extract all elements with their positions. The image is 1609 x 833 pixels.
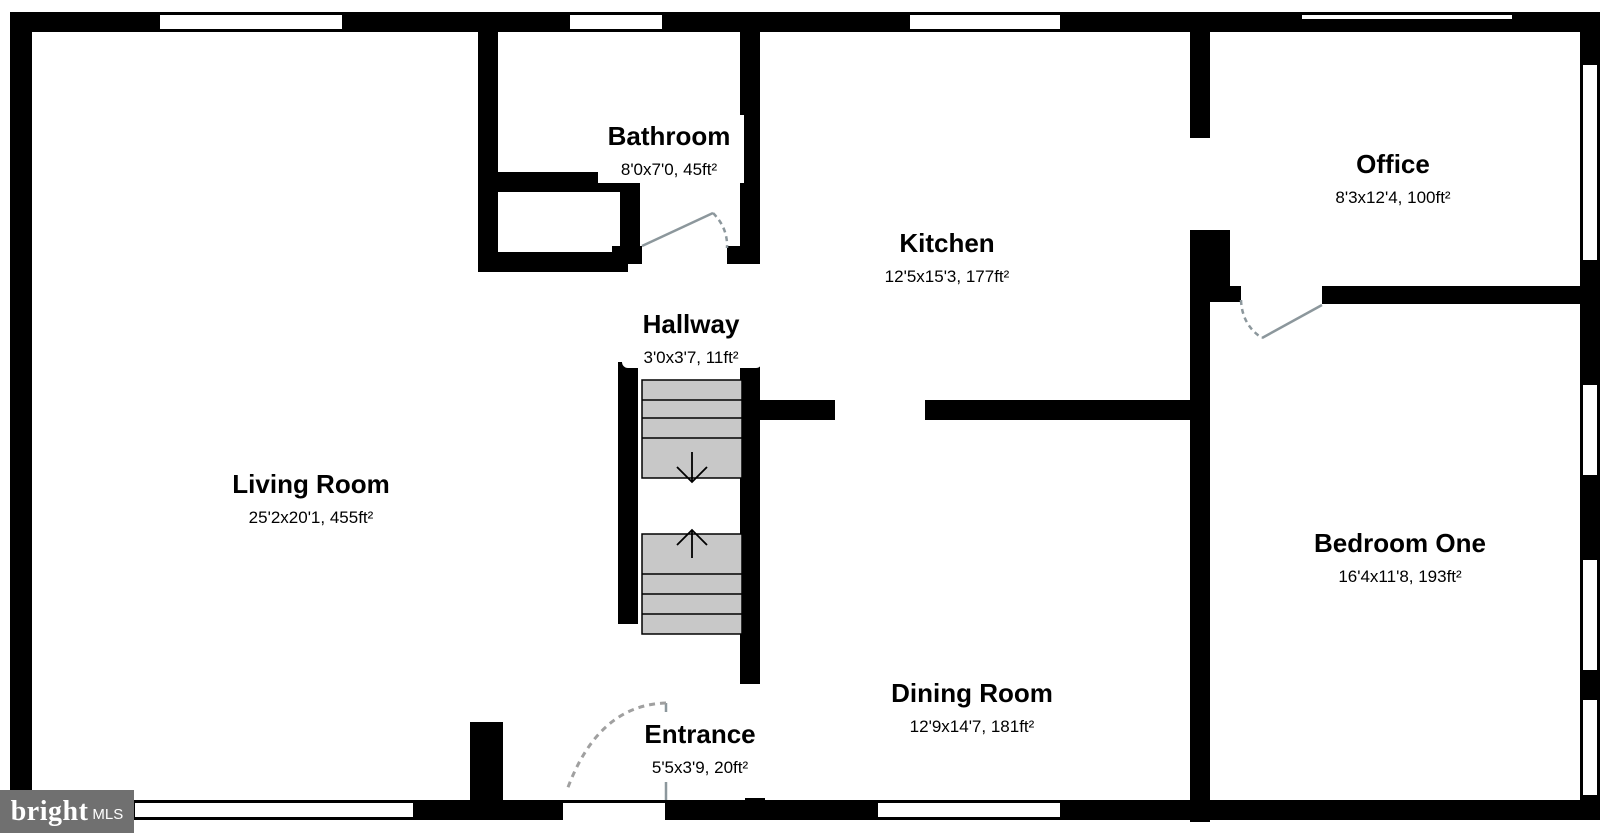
- stair-down-arrow: [676, 452, 708, 484]
- room-living-room: Living Room 25'2x20'1, 455ft²: [232, 469, 389, 527]
- room-dimensions: 12'9x14'7, 181ft²: [910, 717, 1035, 736]
- room-bathroom: Bathroom 8'0x7'0, 45ft²: [598, 115, 744, 183]
- room-name: Kitchen: [899, 228, 994, 258]
- room-dimensions: 16'4x11'8, 193ft²: [1338, 567, 1462, 586]
- room-name: Bedroom One: [1314, 528, 1486, 558]
- room-dimensions: 25'2x20'1, 455ft²: [249, 508, 374, 527]
- room-name: Office: [1356, 149, 1430, 179]
- windows: [135, 15, 1597, 820]
- room-dimensions: 3'0x3'7, 11ft²: [643, 348, 738, 367]
- stair-up-arrow: [676, 528, 708, 558]
- room-name: Living Room: [232, 469, 389, 499]
- watermark-sub: MLS: [92, 806, 124, 823]
- label-background: [630, 712, 762, 782]
- room-office: Office 8'3x12'4, 100ft²: [1335, 149, 1451, 207]
- interior-walls: [470, 22, 1592, 822]
- watermark-brand: bright: [10, 795, 89, 827]
- room-bedroom-one: Bedroom One 16'4x11'8, 193ft²: [1314, 528, 1486, 586]
- label-background: [598, 115, 744, 183]
- room-name: Entrance: [644, 719, 755, 749]
- mls-watermark: bright MLS: [0, 790, 134, 833]
- room-dimensions: 8'3x12'4, 100ft²: [1335, 188, 1451, 207]
- room-dimensions: 12'5x15'3, 177ft²: [885, 267, 1010, 286]
- room-name: Hallway: [643, 309, 740, 339]
- room-entrance: Entrance 5'5x3'9, 20ft²: [630, 712, 762, 782]
- room-dimensions: 5'5x3'9, 20ft²: [652, 758, 749, 777]
- room-name: Bathroom: [608, 121, 731, 151]
- room-dimensions: 8'0x7'0, 45ft²: [621, 160, 718, 179]
- room-name: Dining Room: [891, 678, 1053, 708]
- room-kitchen: Kitchen 12'5x15'3, 177ft²: [885, 228, 1010, 286]
- room-labels: Living Room 25'2x20'1, 455ft² Bathroom 8…: [232, 115, 1486, 782]
- room-dining-room: Dining Room 12'9x14'7, 181ft²: [891, 678, 1053, 736]
- label-background: [622, 302, 762, 368]
- staircase: [641, 379, 743, 635]
- room-hallway: Hallway 3'0x3'7, 11ft²: [622, 302, 762, 368]
